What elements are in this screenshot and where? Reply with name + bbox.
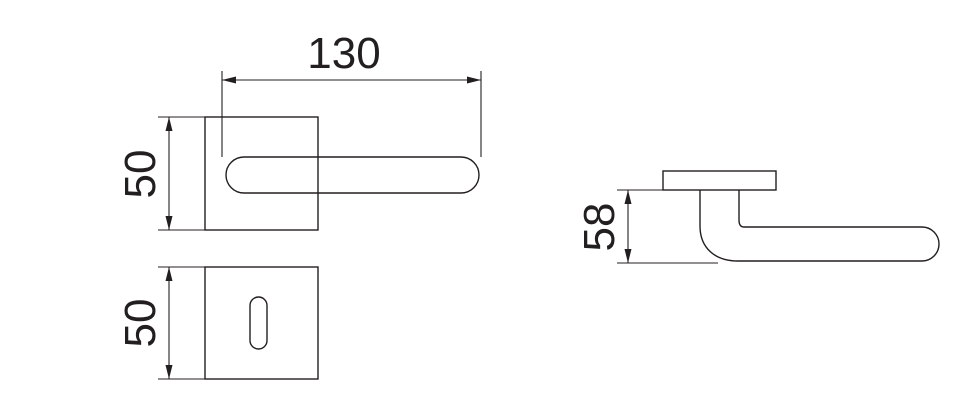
front-view-escutcheon	[204, 266, 319, 380]
side-lever-profile	[699, 190, 940, 262]
side-view-handle	[662, 170, 940, 262]
dimension-label-58: 58	[575, 203, 624, 252]
lever-handle	[225, 156, 480, 194]
dimension-rose-height: 50	[116, 116, 205, 231]
front-view-handle	[204, 116, 480, 231]
dimension-escutcheon-height: 50	[116, 266, 205, 380]
side-rose-plate	[662, 170, 777, 191]
dimension-side-projection: 58	[575, 189, 718, 264]
dimension-handle-length: 130	[221, 29, 482, 157]
dimension-label-130: 130	[307, 29, 380, 78]
dimension-label-50-rose: 50	[116, 150, 165, 199]
dimension-label-50-escutcheon: 50	[116, 299, 165, 348]
square-escutcheon-plate	[204, 266, 319, 380]
keyhole-slot	[249, 296, 268, 350]
square-rose-plate	[204, 116, 319, 231]
